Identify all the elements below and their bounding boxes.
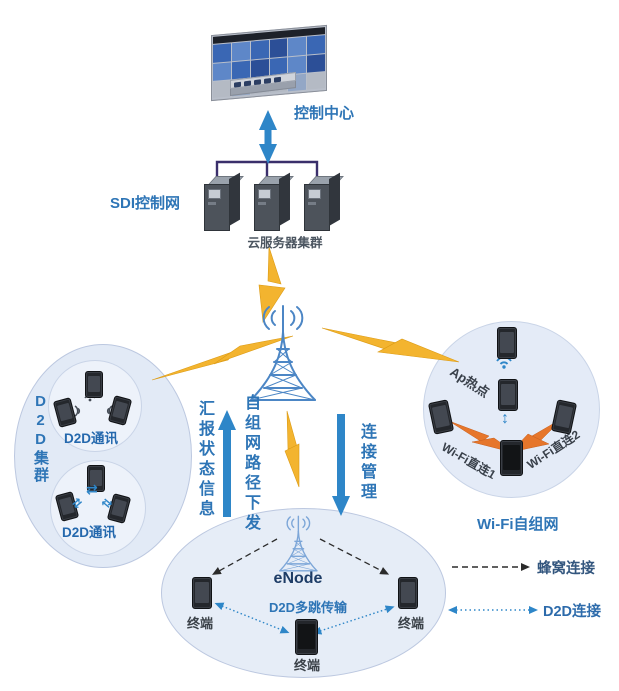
terminal-phone-icon — [295, 619, 318, 655]
phone-icon — [500, 440, 523, 476]
server-tower-icon — [303, 172, 344, 232]
server-tower-icon — [253, 172, 294, 232]
terminal-bottom-label: 终端 — [293, 658, 320, 673]
legend-cellular-label: 蜂窝连接 — [537, 561, 595, 577]
d2d-exchange-arrows-icon: ⇄ — [86, 481, 98, 497]
terminal-phone-icon — [192, 577, 212, 609]
d2d-cluster-label: D2D集群 — [32, 393, 49, 484]
lightning-bolt-vertical — [258, 246, 286, 323]
wifi-adhoc-network-label: Wi-Fi自组网 — [477, 516, 559, 533]
lightning-bolt-right — [321, 327, 460, 363]
server-tower-icon — [203, 172, 244, 232]
d2d-link-left-arrow — [214, 602, 290, 634]
report-status-label: 汇报状态信息 — [196, 400, 213, 520]
d2d-signal-left-icon — [74, 405, 81, 417]
enode-label: eNode — [273, 570, 323, 587]
d2d-comm-group2-label: D2D通讯 — [62, 525, 117, 540]
base-station-tower-icon — [250, 305, 316, 401]
control-center-label: 控制中心 — [294, 105, 355, 122]
terminal-right-label: 终端 — [397, 616, 424, 631]
terminal-left-label: 终端 — [186, 616, 213, 631]
phone-icon — [498, 379, 518, 411]
cellular-link-left-arrow — [211, 538, 278, 575]
enode-tower-icon — [279, 515, 318, 572]
d2d-comm-group1-label: D2D通讯 — [64, 431, 119, 446]
phone-icon — [85, 371, 103, 398]
lightning-bolt-small — [284, 410, 300, 488]
cloud-cluster-label: 云服务器集群 — [247, 236, 323, 250]
phone-icon — [497, 327, 517, 359]
phone-icon — [87, 465, 105, 492]
wifi-updown-arrow-icon: ↕ — [501, 410, 509, 427]
lightning-bolt-left — [151, 335, 294, 381]
d2d-multihop-label: D2D多跳传输 — [269, 600, 348, 615]
wifi-signal-icon — [496, 356, 512, 369]
terminal-phone-icon — [398, 577, 418, 609]
cellular-link-right-arrow — [319, 538, 390, 575]
adhoc-path-dispatch-label: 自组网路径下发 — [242, 394, 259, 534]
legend-d2d-label: D2D连接 — [543, 604, 602, 620]
sdi-network-label: SDI控制网 — [110, 195, 181, 212]
connection-management-label: 连接管理 — [358, 423, 375, 503]
